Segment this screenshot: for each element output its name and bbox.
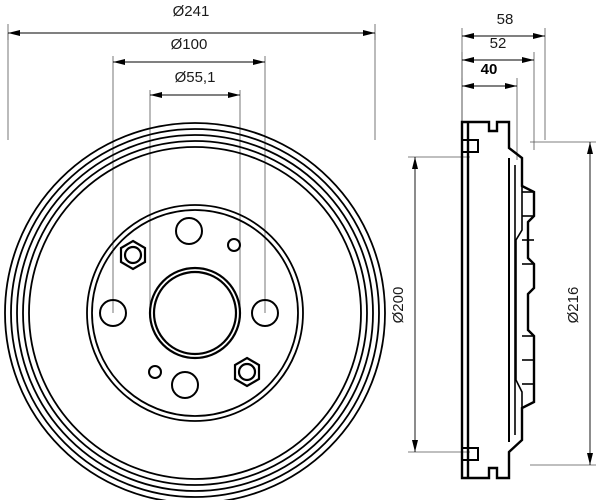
dimension-drum-outer-diameter: Ø216 xyxy=(530,141,596,466)
hex-hole-lower-right xyxy=(233,356,261,388)
dimension-label-drum-outer-diameter: Ø216 xyxy=(565,287,582,324)
bolt-hole-bottom xyxy=(171,371,199,399)
bolt-hole-left xyxy=(99,299,127,327)
section-view xyxy=(460,120,536,480)
bolt-hole-right xyxy=(251,299,279,327)
dimension-label-outer-diameter: Ø241 xyxy=(173,3,210,20)
dimension-label-braking-diameter: Ø200 xyxy=(390,287,407,324)
hex-hole-upper-left xyxy=(119,239,147,271)
dimension-outer-diameter: Ø241 xyxy=(7,3,376,140)
dimension-bolt-circle: Ø100 xyxy=(112,36,266,313)
dimension-label-overall-width: 58 xyxy=(497,11,514,28)
drum-rim-rings xyxy=(4,122,386,500)
small-hole-lower-left xyxy=(148,365,162,379)
small-hole-upper-right xyxy=(227,238,241,252)
dimension-center-bore: Ø55,1 xyxy=(149,69,241,313)
hub-face-circle xyxy=(86,204,304,422)
dimension-overall-width: 58 xyxy=(461,11,546,140)
dimension-label-center-bore: Ø55,1 xyxy=(175,69,216,86)
dimension-braking-diameter: Ø200 xyxy=(390,156,470,453)
bolt-hole-top xyxy=(175,217,203,245)
front-view xyxy=(4,122,386,500)
center-bore xyxy=(148,266,242,360)
dimension-flange-width: 52 xyxy=(461,35,535,150)
dimension-label-flange-width: 52 xyxy=(490,35,507,52)
dimension-label-bolt-circle: Ø100 xyxy=(171,36,208,53)
dimension-label-depth: 40 xyxy=(481,61,498,78)
dimension-depth: 40 xyxy=(461,61,518,160)
